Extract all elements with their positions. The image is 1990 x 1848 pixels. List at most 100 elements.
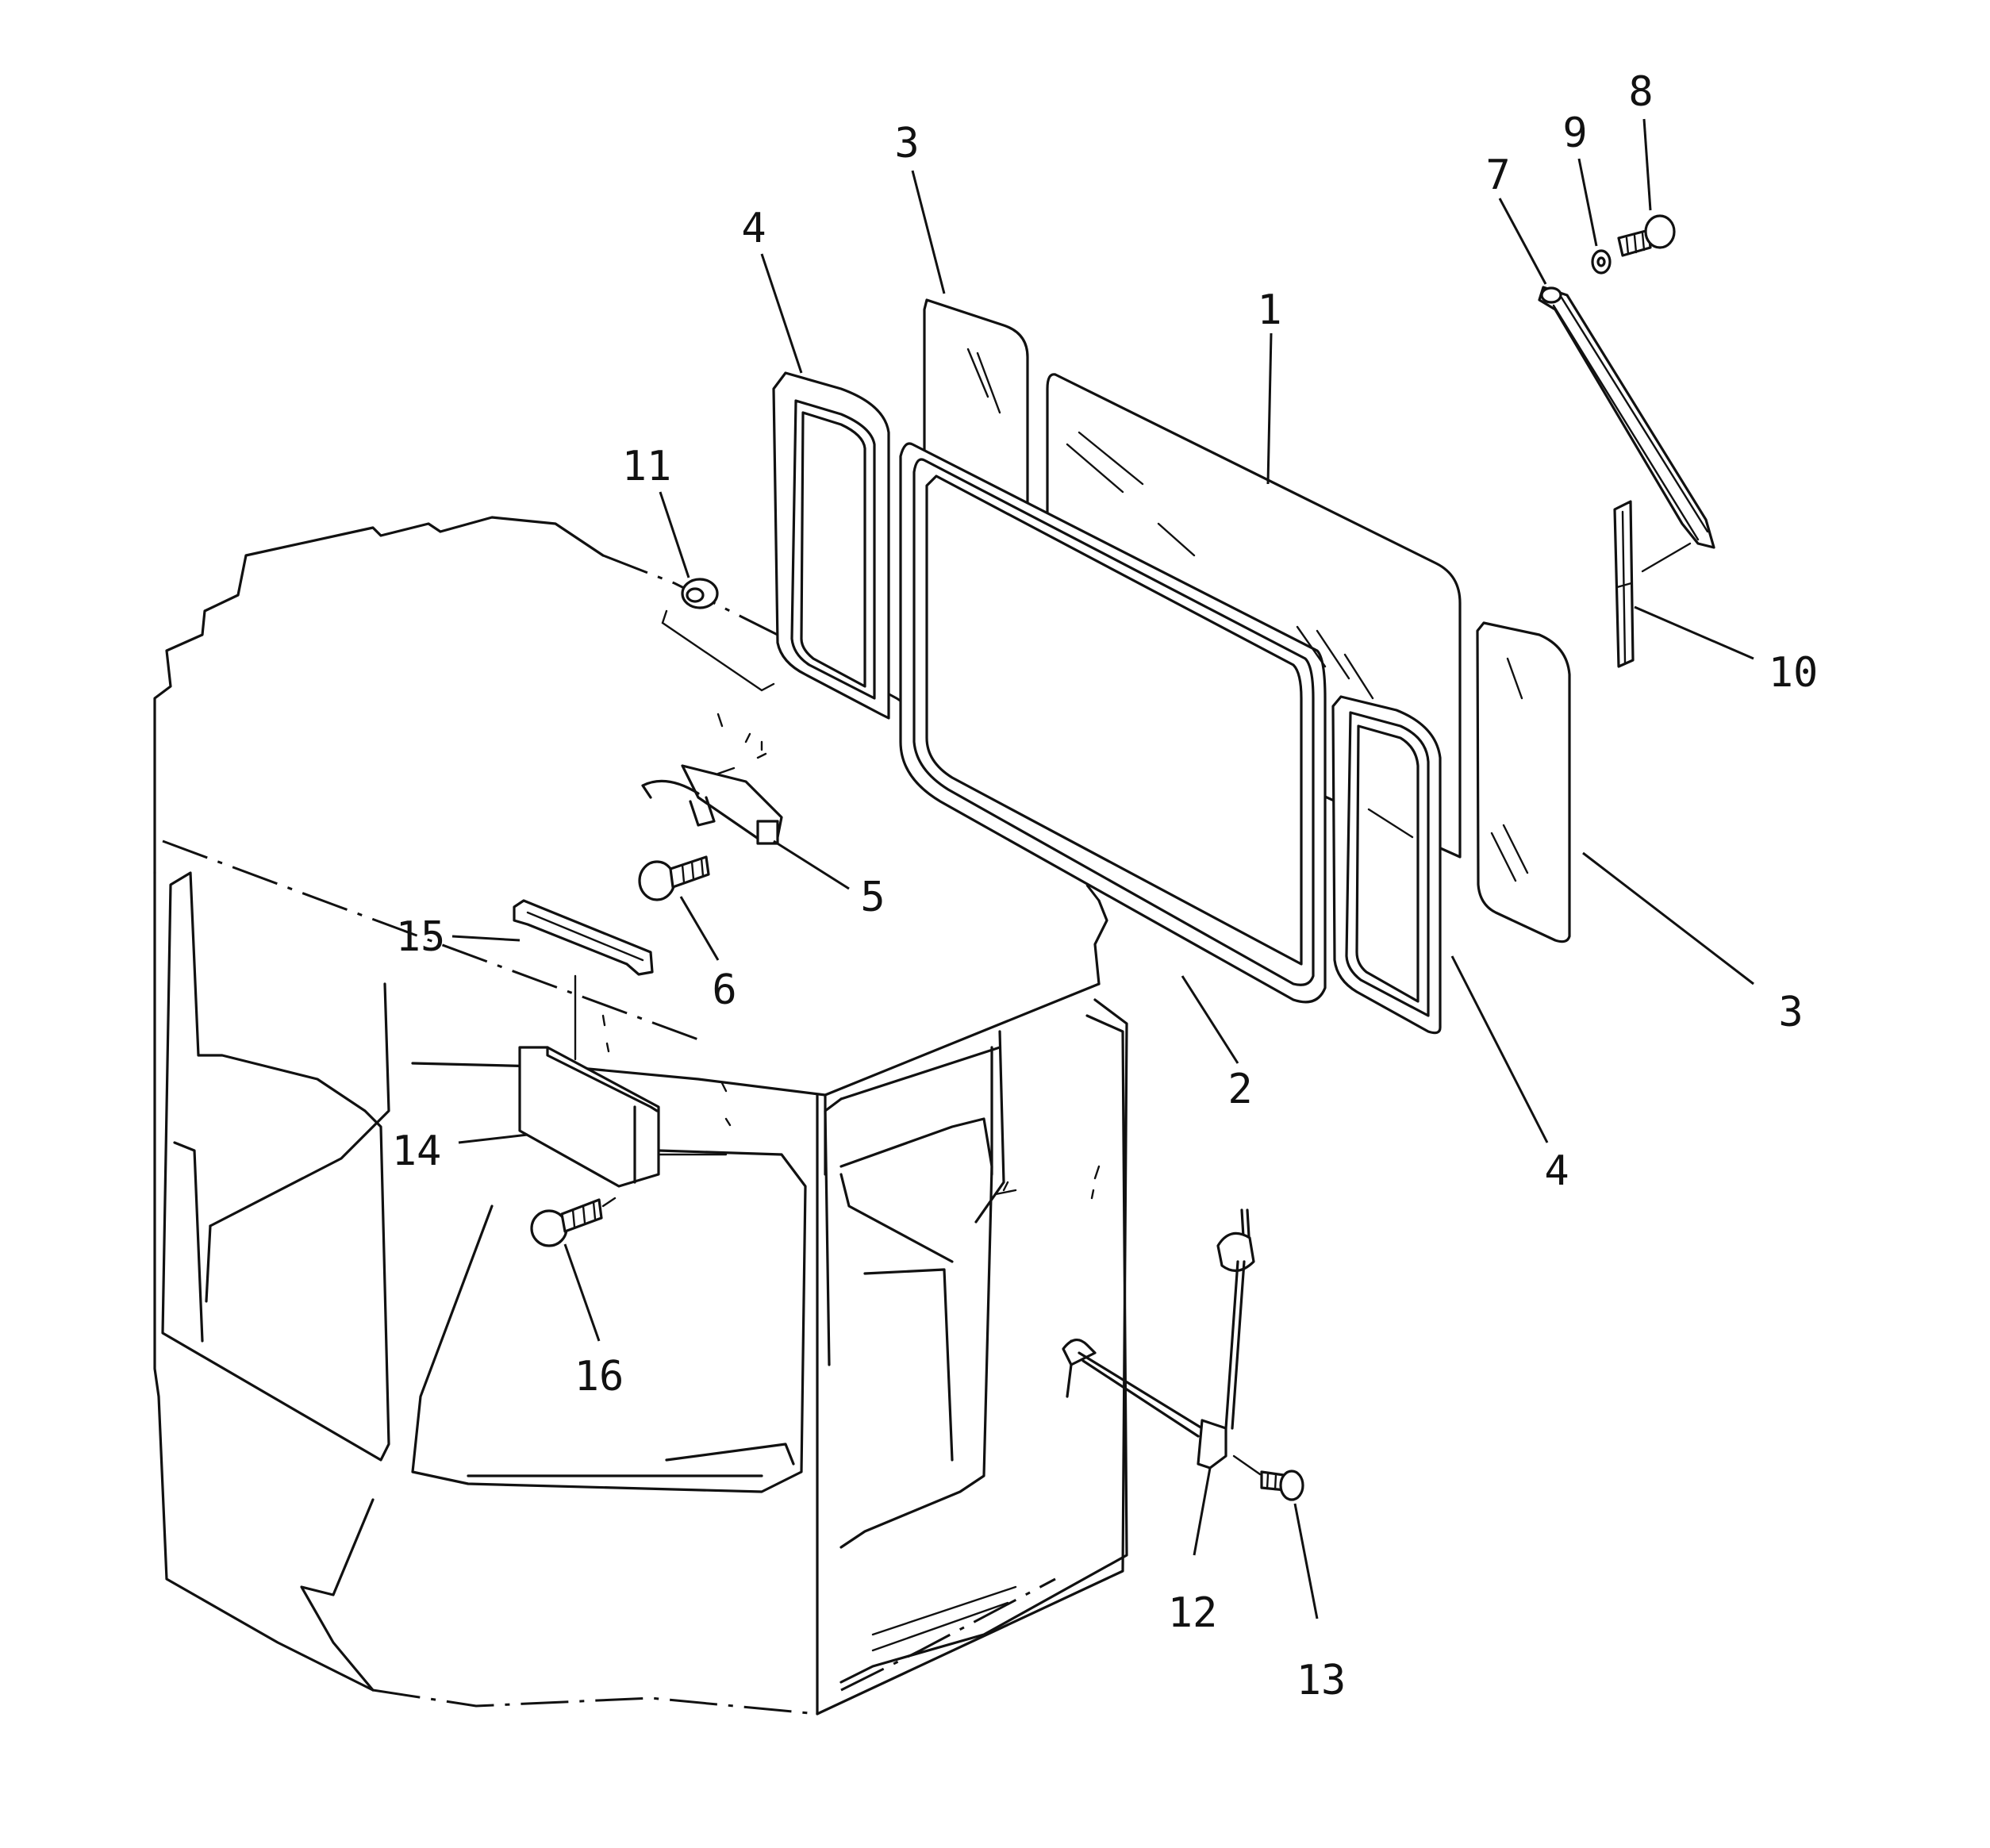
callout-1: 1 <box>1257 286 1281 334</box>
callout-9: 9 <box>1562 109 1587 157</box>
part-7-wiper-arm <box>1538 286 1715 549</box>
part-4-left-seal-inner <box>790 399 876 700</box>
cab-left-inner-sill <box>205 1224 212 1303</box>
part-2-seal-inner-2 <box>925 474 1303 966</box>
part-15-hole-marks <box>601 1014 610 1053</box>
part-4-right-seal-inner <box>1345 711 1430 1017</box>
part-6-bolt-shank <box>669 855 710 889</box>
part-7-wiper-pivot <box>1540 286 1562 304</box>
part-1-lower-glare <box>1296 625 1374 700</box>
leader-part-14 <box>458 1133 528 1144</box>
part-4-left-seal-frame <box>772 371 890 720</box>
cab-step-lines <box>871 1585 1017 1652</box>
cab-door-top <box>839 1046 1001 1101</box>
part-4-right-seal-frame <box>1331 695 1442 1035</box>
leader-part-3-right <box>1582 851 1754 985</box>
part-11-grommet-hole <box>686 587 705 603</box>
callout-16: 16 <box>574 1353 624 1400</box>
part-5-cable <box>641 779 700 799</box>
leader-part-1 <box>1266 332 1273 485</box>
part-2-seal-inner <box>912 458 1315 986</box>
part-3-right-glare <box>1490 657 1529 882</box>
part-7-wiper-arm-detail <box>1552 296 1709 541</box>
part-16-bolt-thread <box>571 1201 597 1228</box>
callout-3-upper: 3 <box>894 120 919 167</box>
part-6-bolt-thread <box>681 857 705 884</box>
part-1-glare <box>1066 431 1196 557</box>
part-13-mount-line <box>1232 1454 1262 1476</box>
cab-bottom-dash <box>372 1689 818 1715</box>
part-11-hole-marks <box>716 713 763 751</box>
part-5-clip <box>689 796 716 827</box>
cab-roof-corner <box>1093 899 1108 985</box>
window-parts <box>772 298 1571 1035</box>
part-8-bolt-thread <box>1625 232 1646 255</box>
leader-part-10 <box>1634 605 1754 660</box>
callout-6: 6 <box>712 966 736 1014</box>
leader-part-9 <box>1577 158 1598 247</box>
part-13-screw-head <box>1279 1470 1304 1501</box>
leader-part-7 <box>1498 198 1547 285</box>
leader-part-11 <box>659 491 690 578</box>
callout-4-left: 4 <box>741 205 766 252</box>
callout-14: 14 <box>392 1128 442 1175</box>
part-6-bolt-head <box>638 860 676 901</box>
cab-left-lower-edge <box>153 871 375 1692</box>
callout-4-right: 4 <box>1544 1147 1569 1195</box>
part-16-mount-line <box>601 1197 617 1208</box>
part-9-washer-hole <box>1596 256 1606 267</box>
part-12-upper-rod <box>1224 1260 1246 1430</box>
leader-part-15 <box>451 935 521 942</box>
part-13-screw-thread <box>1266 1473 1277 1491</box>
part-14-cover-top <box>546 1046 659 1112</box>
part-3-right-glass <box>1476 621 1571 943</box>
part-10-wiper-blade-detail <box>1615 510 1633 664</box>
part-4-right-glare <box>1367 808 1414 839</box>
part-4-right-seal-inner-2 <box>1355 724 1420 1003</box>
part-12-upper-hook <box>1216 1231 1255 1272</box>
part-8-bolt-head <box>1644 214 1676 249</box>
cab-door-latch-mark <box>994 1181 1017 1196</box>
cab-roof-dash-side <box>162 839 699 1041</box>
callout-labels: 1 2 3 3 4 4 5 6 7 8 9 10 11 12 13 14 15 … <box>392 68 1819 1704</box>
callout-5: 5 <box>860 874 885 921</box>
cab-left-window-frame <box>161 871 390 1462</box>
part-5-motor-block <box>756 820 779 845</box>
leader-part-12 <box>1193 1467 1212 1556</box>
cab-body <box>153 516 1128 1715</box>
cab-door-inner-line <box>839 1173 954 1263</box>
callout-10: 10 <box>1769 649 1819 697</box>
cab-front-lower-bevel <box>300 1498 375 1692</box>
cab-right-door-frame <box>839 1117 993 1549</box>
cab-front-window-frame <box>411 1149 807 1493</box>
part-11-mount-line <box>661 609 775 692</box>
cab-right-rail <box>974 1030 1005 1224</box>
callout-2: 2 <box>1227 1066 1252 1113</box>
callout-7: 7 <box>1485 152 1510 199</box>
leader-part-13 <box>1293 1503 1319 1619</box>
part-12-rod <box>1078 1351 1204 1438</box>
part-12-bracket <box>1197 1419 1227 1470</box>
cab-rear-side <box>839 1014 1128 1684</box>
leader-part-4-left <box>760 253 803 374</box>
leader-part-5 <box>773 839 850 890</box>
leader-part-8 <box>1642 118 1652 211</box>
cab-roof-outline <box>153 516 605 874</box>
callout-12: 12 <box>1168 1589 1218 1637</box>
callout-13: 13 <box>1297 1657 1347 1704</box>
part-4-left-seal-inner-2 <box>800 411 866 688</box>
leader-part-2 <box>1181 975 1239 1064</box>
hardware-parts <box>513 214 1715 1501</box>
part-2-main-seal-frame <box>899 442 1327 1004</box>
cab-step-dash <box>840 1577 1056 1692</box>
cab-front-pillar-top <box>824 982 1101 1176</box>
callout-8: 8 <box>1628 68 1653 116</box>
cab-door-edge-left <box>824 1097 843 1366</box>
callout-15: 15 <box>396 913 446 961</box>
cab-door-panel <box>863 1268 954 1462</box>
cab-left-inner-edge <box>173 1141 204 1343</box>
callout-11: 11 <box>622 443 672 490</box>
leader-lines <box>451 118 1754 1619</box>
part-3-glare <box>966 348 1001 414</box>
